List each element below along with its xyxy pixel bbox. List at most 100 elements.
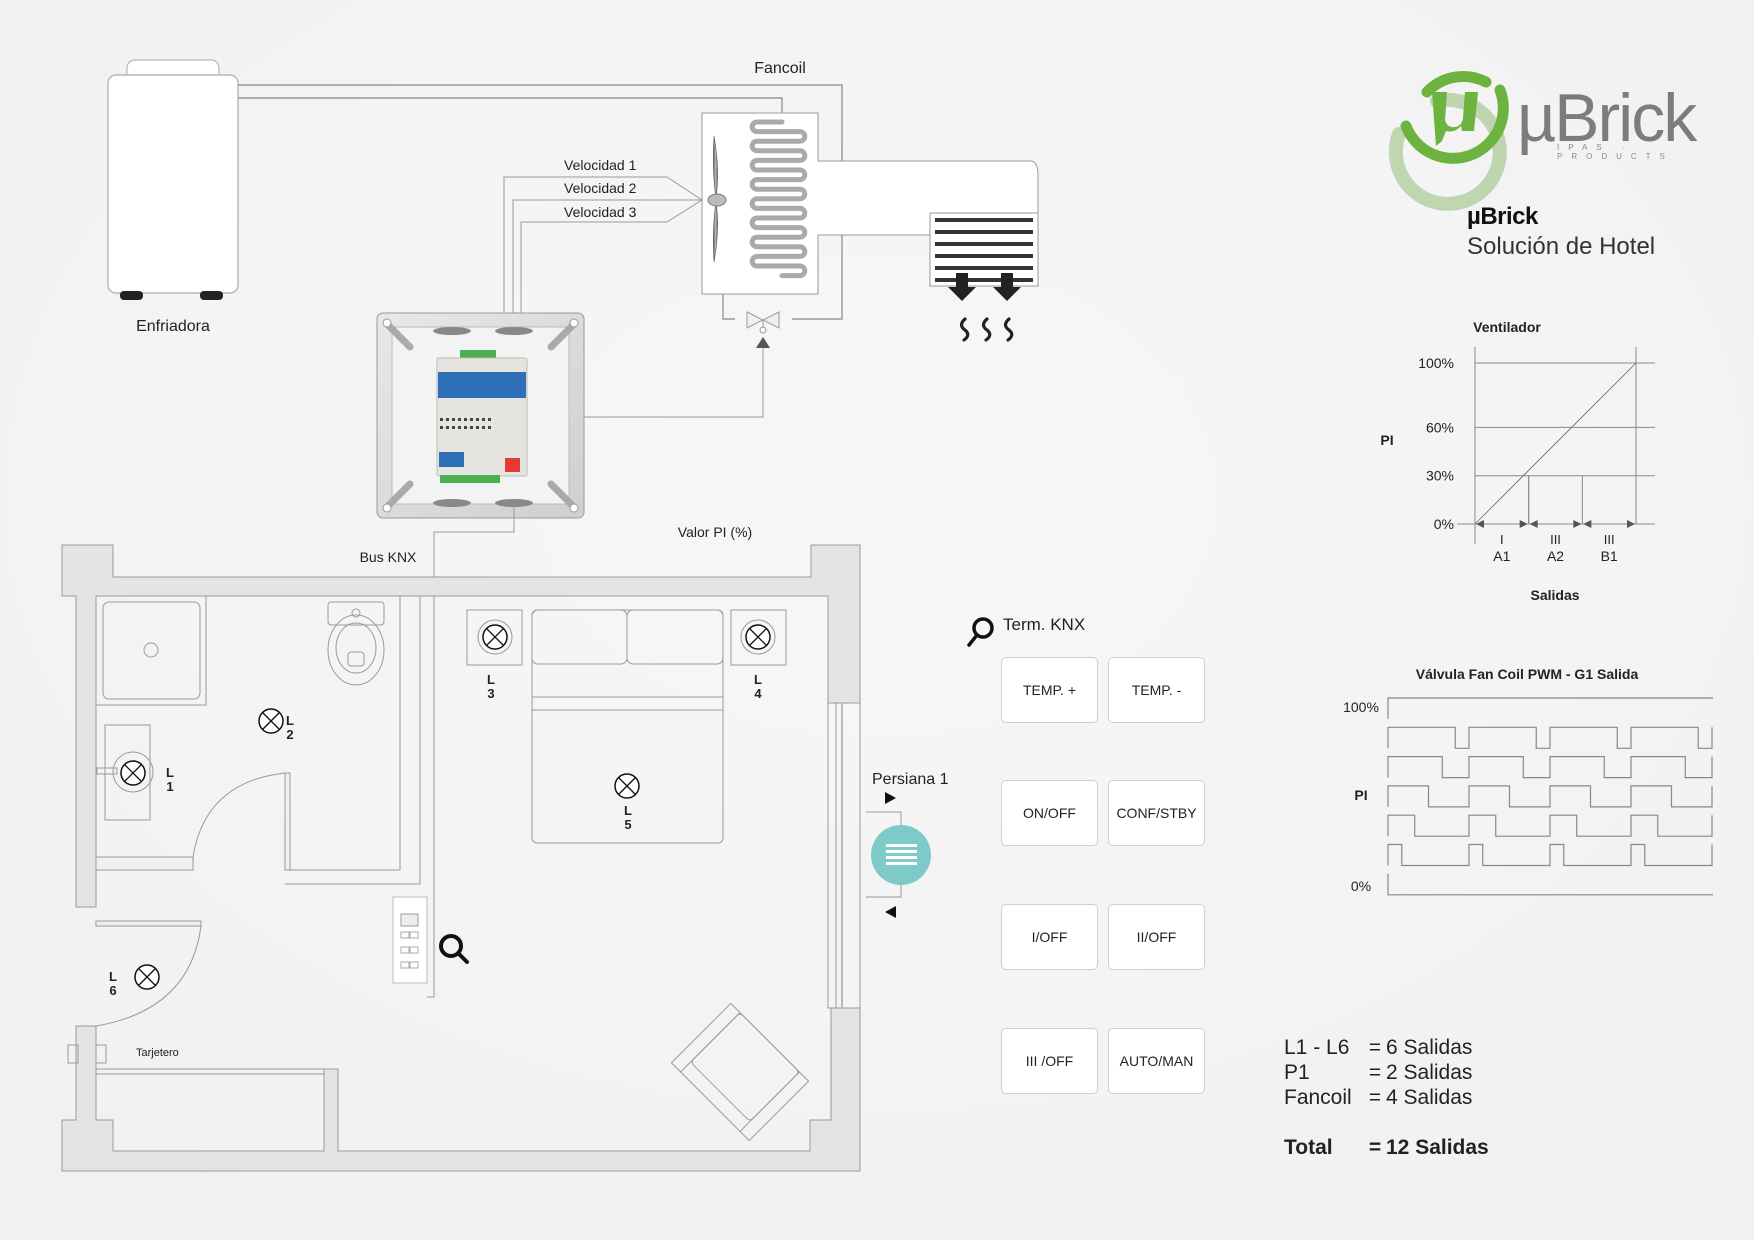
ventilador-output-label: A2 [1547,548,1564,564]
light-l3[interactable]: L3 [482,624,508,701]
logo-wordmark: µBrick [1517,80,1697,156]
summary-key: P1 [1284,1061,1310,1084]
pwm-signal-row [1387,697,1713,719]
light-label-number: 3 [487,686,494,701]
summary-key: Fancoil [1284,1086,1352,1109]
ventilador-segment-arrow [1627,520,1635,528]
blind-label: Persiana 1 [872,771,949,788]
ventilador-ytick: 30% [1426,468,1454,484]
summary-eq: = [1368,1036,1382,1059]
conf-stby-button[interactable]: CONF/STBY [1108,780,1205,846]
light-label-number: 6 [109,983,116,998]
brand-block: µBrick Solución de Hotel [1467,203,1655,261]
lamp-icon [745,624,771,650]
lamp-icon [120,760,146,786]
light-label-letter: L [166,765,174,780]
temp-minus-button[interactable]: TEMP. - [1108,657,1205,723]
ventilador-segment-arrow [1476,520,1484,528]
ventilador-ramp-line [1474,362,1637,525]
ventilador-segment-arrow [1583,520,1592,528]
ubrick-controller [376,312,585,519]
speed-label-1: Velocidad 1 [564,157,637,173]
ubrick-logo-icon [1388,71,1509,211]
blind-control[interactable] [866,811,931,898]
search-icon[interactable] [439,934,469,964]
summary-row: Fancoil = 4 Salidas [1284,1085,1489,1110]
logo-tagline: IPAS · PRODUCTS [1557,143,1674,161]
speed-2-off-button[interactable]: II/OFF [1108,904,1205,970]
light-label-letter: L [754,672,762,687]
bus-knx-label: Bus KNX [360,549,417,565]
pwm-signal-row [1387,814,1713,837]
light-l4[interactable]: L4 [745,624,771,701]
heat-wave-icons [959,317,1014,342]
pwm-signal-row [1387,726,1713,749]
blind-down-arrow-icon[interactable] [885,906,896,918]
light-label-number: 5 [624,817,631,832]
ventilador-xlabel: Salidas [1530,587,1579,603]
summary-total: Total = 12 Salidas [1284,1135,1489,1160]
summary-key: L1 - L6 [1284,1036,1350,1059]
summary-value: 4 Salidas [1386,1086,1473,1109]
ventilador-speed-label: III [1550,532,1561,547]
ventilador-speed-label: III [1604,532,1615,547]
lamp-icon [482,624,508,650]
light-l6[interactable]: L6 [109,964,160,998]
speed-wires [503,176,703,317]
chiller-label: Enfriadora [136,318,210,335]
light-label-letter: L [109,969,117,984]
air-outlet-grille [929,212,1039,342]
temp-plus-button[interactable]: TEMP. + [1001,657,1098,723]
ventilador-output-label: B1 [1601,548,1618,564]
fan-icon [707,135,727,263]
light-label-letter: L [487,672,495,687]
pwm-signal-row [1387,785,1713,808]
auto-man-button[interactable]: AUTO/MAN [1108,1028,1205,1094]
valve-icon [746,311,780,348]
light-label-number: 1 [166,779,173,794]
pwm-signal-row [1387,756,1713,779]
brand-subtitle: Solución de Hotel [1467,233,1656,260]
summary-value: 6 Salidas [1386,1036,1473,1059]
on-off-button[interactable]: ON/OFF [1001,780,1098,846]
light-label-number: 2 [286,727,293,742]
airflow-arrow-icons [948,273,1021,301]
chiller [107,59,239,300]
knx-bus-line [427,505,515,998]
ventilador-ytick: 60% [1426,419,1454,435]
floor-plan [61,544,861,1172]
fancoil-label: Fancoil [754,60,806,77]
blind-up-arrow-icon[interactable] [885,792,896,804]
lamp-icon [614,773,640,799]
pwm-ylabel: PI [1354,787,1367,803]
light-l1[interactable]: L1 [120,760,174,794]
light-label-number: 4 [754,686,762,701]
blind-button [871,825,931,885]
ventilador-ylabel: PI [1380,432,1393,448]
speed-1-off-button[interactable]: I/OFF [1001,904,1098,970]
pi-signal-line [530,348,764,418]
light-l5[interactable]: L5 [614,773,640,832]
ventilador-title: Ventilador [1473,319,1541,335]
summary-eq: = [1368,1086,1382,1109]
summary-eq: = [1368,1061,1382,1084]
light-l2[interactable]: L2 [258,708,294,742]
speed-label-3: Velocidad 3 [564,204,637,220]
light-label-letter: L [624,803,632,818]
outputs-summary: L1 - L6 = 6 Salidas P1 = 2 Salidas Fanco… [1284,1035,1489,1160]
ventilador-ytick: 100% [1418,355,1454,371]
summary-total-key: Total [1284,1136,1333,1159]
ventilador-ytick: 0% [1434,516,1454,532]
brand-name: µBrick [1467,203,1538,230]
speed-3-off-button[interactable]: III /OFF [1001,1028,1098,1094]
lamp-icon [258,708,284,734]
summary-row: L1 - L6 = 6 Salidas [1284,1035,1489,1060]
terminal-search-icon [967,617,994,647]
ventilador-speed-label: I [1500,532,1504,547]
fancoil-unit [701,112,1039,295]
knx-thermostat-panel[interactable] [392,896,428,984]
speed-label-2: Velocidad 2 [564,180,637,196]
